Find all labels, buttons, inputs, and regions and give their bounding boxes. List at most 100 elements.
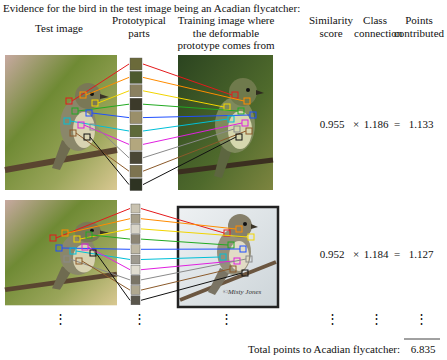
match-line [98, 91, 129, 103]
match-line [96, 127, 129, 158]
match-line [88, 247, 130, 270]
match-line [92, 235, 130, 239]
operator: × [350, 248, 362, 261]
ellipsis: ⋮ [322, 312, 342, 325]
ellipsis: ⋮ [129, 312, 149, 325]
prototype-patch [131, 296, 140, 305]
match-line [141, 261, 234, 270]
part-box [76, 258, 82, 264]
part-box [90, 124, 96, 130]
part-box [242, 120, 248, 126]
part-box [238, 108, 244, 114]
prototype-patch [130, 58, 142, 70]
match-line [141, 229, 248, 237]
part-box [64, 256, 70, 262]
part-box [86, 232, 92, 238]
training-image [178, 55, 273, 190]
match-line [141, 219, 236, 229]
part-box [50, 235, 56, 241]
part-box [90, 250, 96, 256]
part-box [62, 230, 68, 236]
part-box [74, 236, 80, 242]
match-line [141, 239, 228, 245]
part-box [240, 246, 246, 252]
prototype-patch [130, 179, 142, 191]
part-box [84, 134, 90, 140]
prototype-patch [131, 204, 140, 213]
part-box [228, 116, 234, 122]
watermark: ©Misty Jones [208, 288, 276, 296]
part-box [246, 256, 252, 262]
prototype-patch [130, 138, 142, 150]
match-line [80, 229, 130, 239]
prototype-patch [130, 71, 142, 83]
training-image [178, 207, 278, 307]
match-line [82, 261, 130, 290]
total-value: 6.835 [404, 343, 442, 356]
match-line [96, 253, 130, 300]
part-box [56, 245, 62, 251]
part-box [224, 104, 230, 110]
ellipsis: ⋮ [366, 312, 386, 325]
part-box [232, 92, 238, 98]
score: 1.186 [360, 118, 392, 131]
test-image [5, 55, 117, 190]
match-line [56, 209, 130, 239]
match-line [90, 137, 129, 185]
bird-eye [246, 88, 250, 92]
match-line [143, 104, 238, 111]
ellipsis: ⋮ [411, 312, 431, 325]
column-header: Training image where the deformable prot… [172, 14, 280, 52]
score: 0.952 [314, 248, 350, 261]
part-box [244, 98, 250, 104]
prototype-patch [131, 235, 140, 244]
bird-beak [251, 224, 258, 229]
test-image [5, 200, 117, 305]
score: 0.955 [314, 118, 350, 131]
part-box [92, 100, 98, 106]
bird-head [229, 78, 257, 106]
part-box [70, 248, 76, 254]
part-box [86, 110, 92, 116]
match-line [141, 249, 240, 250]
sum-rule [404, 339, 440, 340]
part-box [248, 234, 254, 240]
column-header: Points contributed [393, 14, 445, 39]
part-box [228, 242, 234, 248]
part-box [80, 92, 86, 98]
column-header: Class connection [354, 14, 396, 39]
ellipsis: ⋮ [216, 312, 236, 325]
part-box [220, 254, 226, 260]
match-line [141, 209, 224, 234]
score: 1.133 [403, 118, 439, 131]
match-line [141, 259, 246, 280]
column-header: Similarity score [305, 14, 357, 39]
match-line [141, 257, 220, 260]
match-line [143, 77, 244, 101]
match-line [70, 259, 130, 280]
total-label: Total points to Acadian flycatcher: [200, 343, 400, 356]
bird-eye [243, 222, 247, 226]
prototype-patch [131, 245, 140, 254]
prototype-patch [131, 255, 140, 264]
prototype-patch [130, 98, 142, 110]
part-box [230, 266, 236, 272]
part-box [236, 226, 242, 232]
score: 1.184 [360, 248, 392, 261]
part-box [82, 244, 88, 250]
score: 1.127 [403, 248, 439, 261]
bird-beak [256, 90, 264, 95]
prototype-patch [131, 265, 140, 274]
operator: = [391, 118, 403, 131]
prototype-patch [131, 275, 140, 284]
match-line [72, 64, 129, 101]
part-box [246, 128, 252, 134]
ellipsis: ⋮ [50, 312, 70, 325]
prototype-patch [130, 112, 142, 124]
prototype-patch [130, 125, 142, 137]
part-box [66, 98, 72, 104]
part-box [236, 134, 242, 140]
match-line [143, 131, 246, 171]
part-box [78, 122, 84, 128]
